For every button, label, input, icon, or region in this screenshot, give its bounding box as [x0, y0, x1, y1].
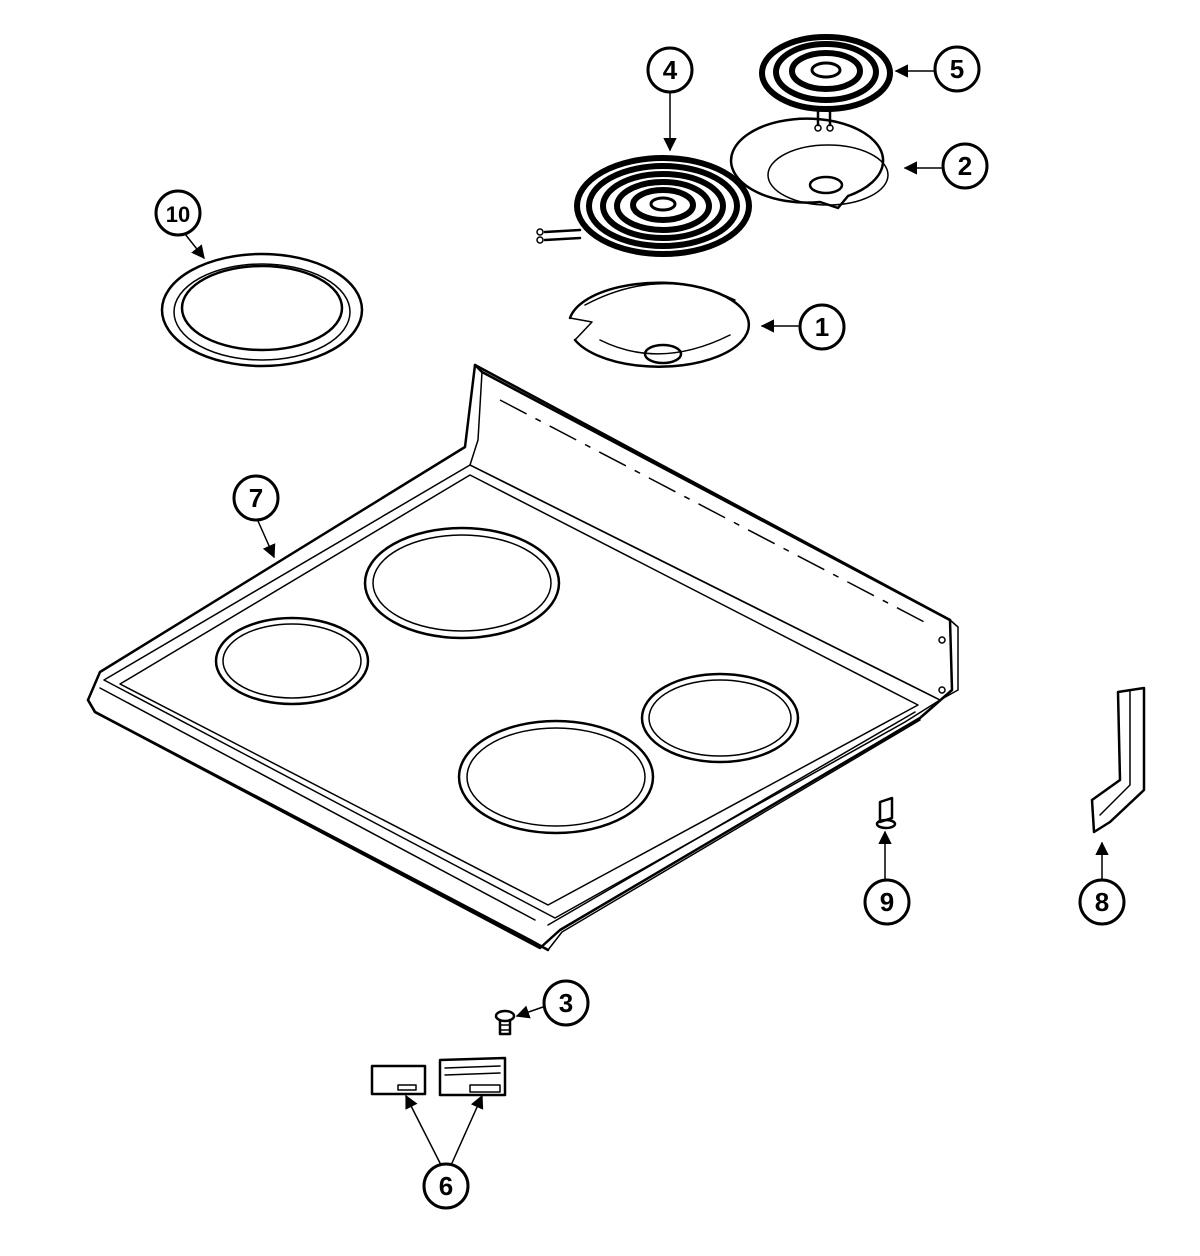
callout-7: 7: [232, 474, 280, 522]
trim-ring-part: [160, 252, 364, 368]
callout-8: 8: [1078, 878, 1126, 926]
callout-5-label: 5: [950, 54, 964, 84]
callout-6: 6: [422, 1162, 470, 1210]
callout-9: 9: [863, 878, 911, 926]
callout-2: 2: [941, 142, 989, 190]
callout-3-label: 3: [559, 988, 573, 1018]
small-surface-element-part: [759, 34, 893, 132]
side-trim-part: [1090, 686, 1146, 834]
bracket-parts: [370, 1056, 507, 1097]
large-surface-element-part: [536, 155, 752, 257]
callout-8-label: 8: [1095, 887, 1109, 917]
screw-part: [494, 1009, 516, 1036]
callout-1-label: 1: [815, 312, 829, 342]
callout-4-label: 4: [663, 55, 678, 85]
callout-10: 10: [154, 189, 202, 237]
callout-6-label: 6: [439, 1171, 453, 1201]
callout-5: 5: [933, 45, 981, 93]
cooktop-part: [86, 363, 959, 952]
leader-lines: [184, 64, 1109, 1164]
clip-part: [875, 796, 897, 830]
callout-3: 3: [542, 979, 590, 1027]
callout-9-label: 9: [880, 887, 894, 917]
small-drip-bowl-part: [729, 117, 889, 210]
callout-10-label: 10: [166, 202, 190, 227]
callout-7-label: 7: [249, 483, 263, 513]
callout-4: 4: [646, 46, 694, 94]
callout-2-label: 2: [958, 151, 972, 181]
callout-1: 1: [798, 303, 846, 351]
large-drip-bowl-part: [568, 281, 751, 368]
